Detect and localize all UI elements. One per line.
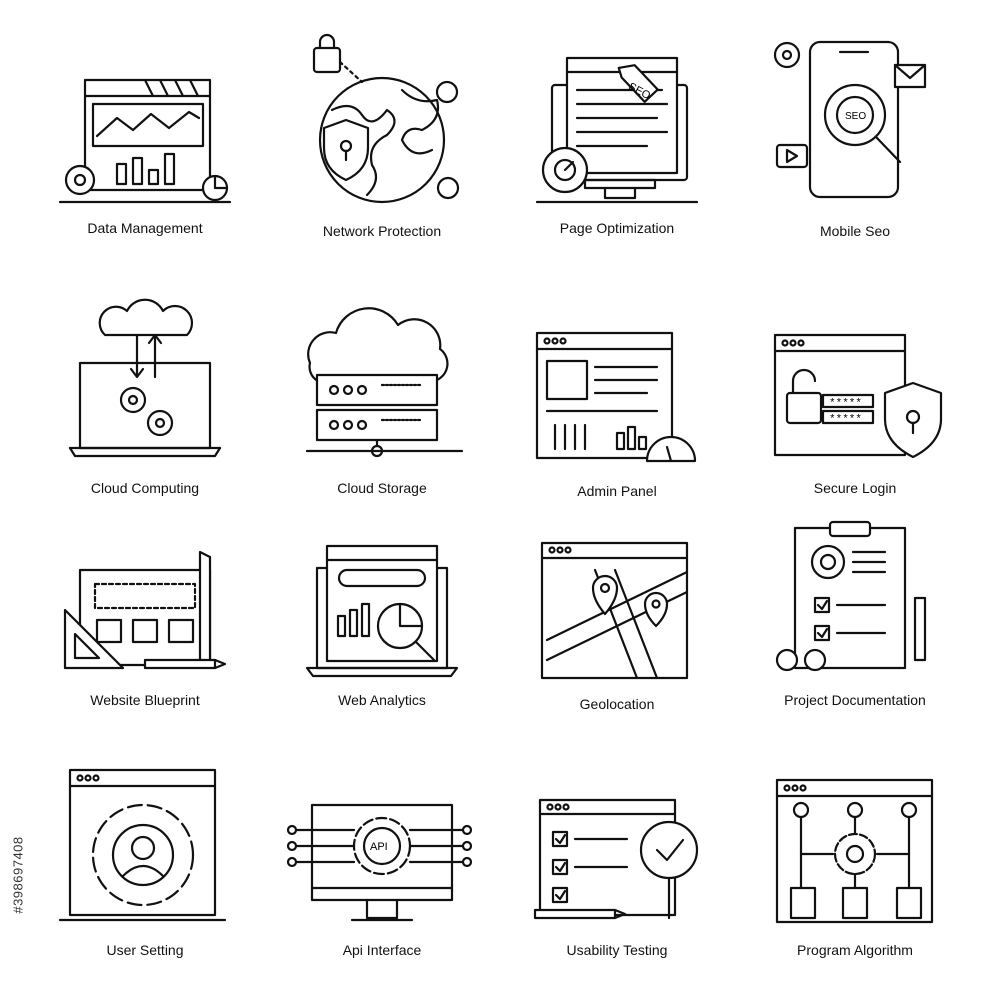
icon-label: Api Interface (342, 942, 422, 958)
page-optimization-icon: SEO (535, 56, 699, 204)
geolocation-icon-card: Geolocation (497, 510, 737, 750)
icon-label: User Setting (106, 942, 184, 958)
geolocation-icon (540, 541, 689, 680)
cloud-storage-icon-card: Cloud Storage (262, 285, 502, 525)
api-interface-icon: API (286, 803, 473, 922)
cloud-computing-icon-card: Cloud Computing (25, 285, 265, 525)
network-protection-icon (312, 33, 460, 204)
cloud-storage-icon (305, 307, 464, 458)
icon-label: Program Algorithm (797, 942, 913, 958)
data-management-icon (58, 78, 232, 204)
program-algorithm-icon-card: Program Algorithm (735, 760, 975, 1000)
mobile-seo-icon: SEO (773, 40, 927, 199)
project-documentation-icon (775, 520, 927, 672)
cloud-computing-icon (68, 298, 222, 458)
page-optimization-icon-card: SEO Page Optimization (497, 30, 737, 270)
icon-label: Admin Panel (577, 483, 657, 499)
mobile-seo-icon-card: SEO Mobile Seo (735, 30, 975, 270)
api-interface-icon-card: API Api Interface (262, 760, 502, 1000)
password-mask-1: ***** (829, 398, 862, 410)
icon-label: Cloud Computing (90, 480, 200, 496)
admin-panel-icon (535, 331, 697, 463)
user-setting-icon-card: User Setting (25, 760, 265, 1000)
secure-login-icon: ***** ***** (773, 333, 943, 459)
admin-panel-icon-card: Admin Panel (497, 285, 737, 525)
usability-testing-icon (533, 798, 699, 920)
web-analytics-icon (305, 544, 459, 678)
icon-label: Secure Login (813, 480, 897, 496)
icon-label: Project Documentation (784, 692, 926, 708)
mobile-seo-badge: SEO (845, 111, 866, 122)
usability-testing-icon-card: Usability Testing (497, 760, 737, 1000)
program-algorithm-icon (775, 778, 934, 924)
website-blueprint-icon-card: Website Blueprint (25, 510, 265, 750)
icon-label: Data Management (87, 220, 203, 236)
icon-label: Geolocation (579, 696, 655, 712)
data-management-icon-card: Data Management (25, 30, 265, 270)
web-analytics-icon-card: Web Analytics (262, 510, 502, 750)
password-mask-2: ***** (829, 414, 862, 426)
icon-label: Page Optimization (559, 220, 675, 236)
api-badge: API (370, 841, 388, 853)
stock-id-text: #398697408 (10, 836, 26, 914)
project-documentation-icon-card: Project Documentation (735, 510, 975, 750)
icon-label: Website Blueprint (90, 692, 200, 708)
secure-login-icon-card: ***** ***** Secure Login (735, 285, 975, 525)
website-blueprint-icon (63, 550, 227, 670)
icon-label: Web Analytics (338, 692, 426, 708)
network-protection-icon-card: Network Protection (262, 30, 502, 270)
icon-label: Usability Testing (566, 942, 668, 958)
icon-label: Cloud Storage (337, 480, 427, 496)
icon-label: Mobile Seo (819, 223, 891, 239)
user-setting-icon (58, 768, 227, 922)
icon-label: Network Protection (322, 223, 442, 239)
stock-id-watermark: #398697408 (8, 760, 28, 990)
